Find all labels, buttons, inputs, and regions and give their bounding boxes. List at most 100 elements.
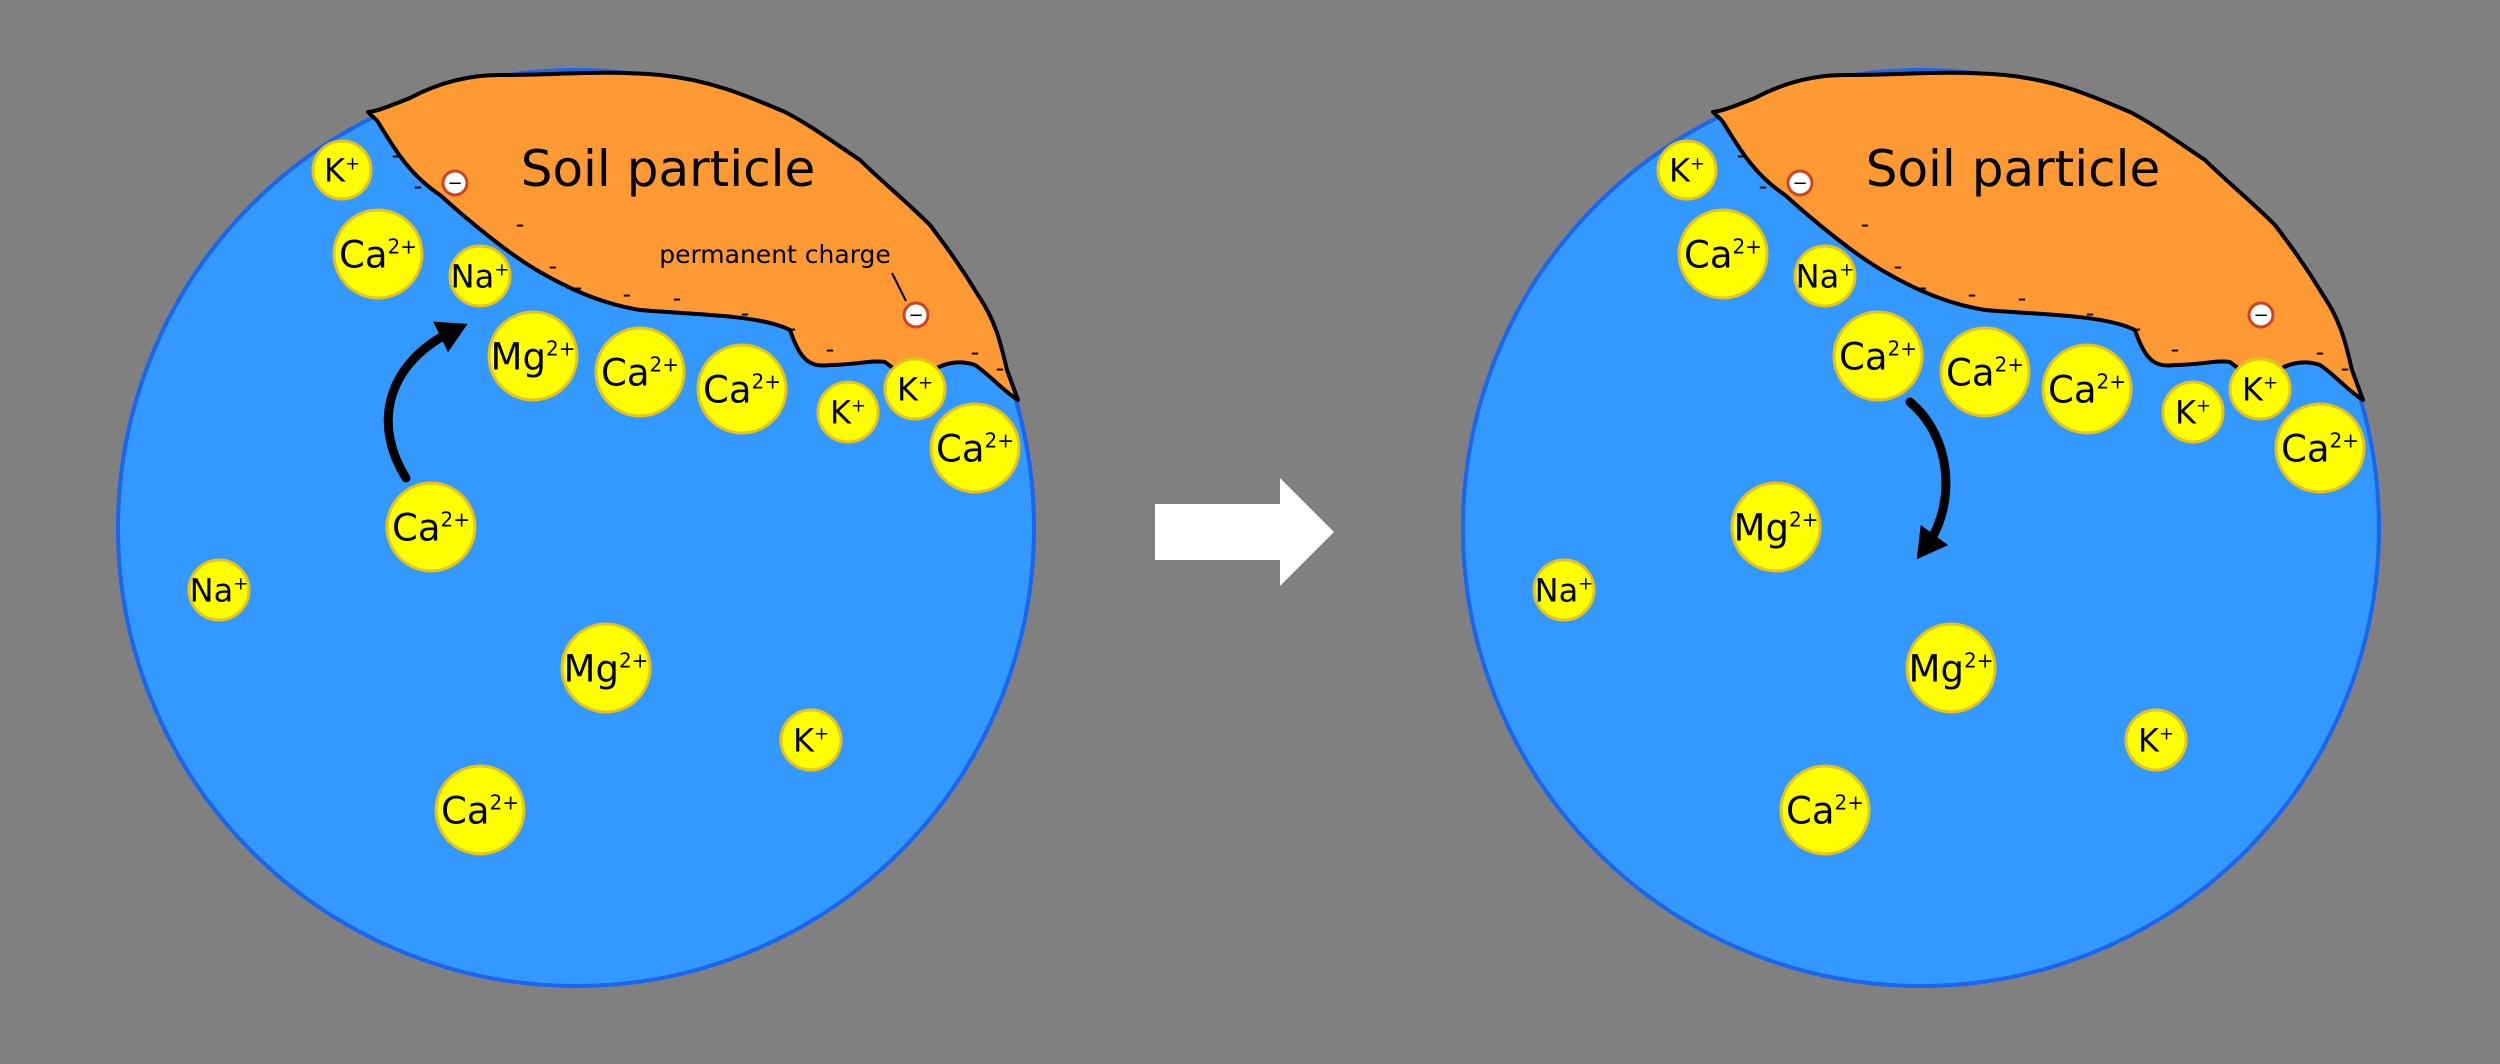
ion-mg: Mg2+ bbox=[1730, 481, 1822, 573]
surface-negative-sign: - bbox=[549, 252, 558, 280]
svg-text:Na+: Na+ bbox=[1796, 258, 1855, 296]
ion-symbol: Mg bbox=[1909, 647, 1964, 690]
svg-text:Ca2+: Ca2+ bbox=[601, 351, 679, 394]
surface-negative-sign: - bbox=[2133, 314, 2142, 342]
ion-symbol: Na bbox=[451, 258, 495, 296]
surface-negative-sign: - bbox=[2086, 299, 2095, 327]
svg-text:Ca2+: Ca2+ bbox=[936, 427, 1014, 470]
ion-symbol: Ca bbox=[339, 233, 388, 276]
ion-charge: + bbox=[494, 260, 509, 281]
ion-charge: 2+ bbox=[619, 648, 648, 672]
ion-charge: 2+ bbox=[1995, 352, 2024, 376]
ion-symbol: Ca bbox=[1946, 351, 1995, 394]
ion-symbol: K bbox=[1669, 152, 1691, 190]
surface-negative-sign: - bbox=[788, 314, 797, 342]
ion-charge: + bbox=[345, 154, 360, 175]
ion-charge: 2+ bbox=[985, 428, 1014, 452]
svg-text:−: − bbox=[447, 173, 462, 194]
ion-symbol: K bbox=[830, 394, 852, 432]
ion-charge: + bbox=[2196, 396, 2211, 417]
ion-symbol: K bbox=[324, 152, 346, 190]
ion-k: K+ bbox=[2228, 357, 2292, 421]
ion-charge: + bbox=[1690, 154, 1705, 175]
ion-charge: 2+ bbox=[490, 790, 519, 814]
ion-symbol: Mg bbox=[491, 335, 546, 378]
surface-negative-sign: - bbox=[673, 284, 682, 312]
svg-text:Ca2+: Ca2+ bbox=[1946, 351, 2024, 394]
svg-text:K+: K+ bbox=[793, 722, 829, 760]
ion-symbol: Ca bbox=[1786, 789, 1835, 832]
ion-symbol: Ca bbox=[441, 789, 490, 832]
surface-negative-sign: - bbox=[826, 335, 835, 363]
ion-symbol: Na bbox=[1796, 258, 1840, 296]
ion-symbol: Na bbox=[1535, 572, 1579, 610]
surface-negative-sign: - bbox=[414, 172, 423, 200]
ion-symbol: Mg bbox=[1734, 506, 1789, 549]
ion-symbol: Ca bbox=[936, 427, 985, 470]
ion-charge: + bbox=[233, 574, 248, 595]
ion-k: K+ bbox=[816, 380, 880, 444]
svg-text:Ca2+: Ca2+ bbox=[441, 789, 519, 832]
ion-symbol: Ca bbox=[2048, 368, 2097, 411]
surface-negative-sign: - bbox=[741, 299, 750, 327]
surface-negative-sign: - bbox=[1759, 172, 1768, 200]
svg-text:Ca2+: Ca2+ bbox=[339, 233, 417, 276]
svg-text:K+: K+ bbox=[1669, 152, 1705, 190]
permanent-charge-icon: − bbox=[2247, 301, 2275, 329]
ion-charge: + bbox=[1839, 260, 1854, 281]
surface-negative-sign: - bbox=[1861, 210, 1870, 238]
ion-symbol: K bbox=[2138, 722, 2160, 760]
ion-na: Na+ bbox=[187, 558, 251, 622]
svg-text:K+: K+ bbox=[2242, 371, 2278, 409]
ion-charge: + bbox=[814, 724, 829, 745]
surface-negative-sign: - bbox=[574, 273, 583, 301]
surface-negative-sign: - bbox=[2018, 284, 2027, 312]
soil-particle bbox=[1711, 70, 2365, 402]
panel-after: Soil particle------------−−K+Ca2+Na+Ca2+… bbox=[1461, 68, 2381, 988]
ion-mg: Mg2+ bbox=[1905, 622, 1997, 714]
surface-negative-sign: - bbox=[971, 338, 980, 366]
ion-charge: + bbox=[2263, 373, 2278, 394]
ion-charge: 2+ bbox=[1835, 790, 1864, 814]
ion-symbol: K bbox=[793, 722, 815, 760]
ion-symbol: Ca bbox=[601, 351, 650, 394]
svg-text:Mg2+: Mg2+ bbox=[491, 335, 576, 378]
surface-negative-sign: - bbox=[516, 210, 525, 238]
surface-negative-sign: - bbox=[2171, 335, 2180, 363]
svg-text:Ca2+: Ca2+ bbox=[2048, 368, 2126, 411]
surface-negative-sign: - bbox=[1919, 273, 1928, 301]
svg-text:Mg2+: Mg2+ bbox=[564, 647, 649, 690]
svg-text:Mg2+: Mg2+ bbox=[1909, 647, 1994, 690]
ion-k: K+ bbox=[779, 708, 843, 772]
ion-charge: 2+ bbox=[546, 336, 575, 360]
ion-ca: Ca2+ bbox=[929, 402, 1021, 494]
ion-ca: Ca2+ bbox=[1779, 764, 1871, 856]
svg-text:Ca2+: Ca2+ bbox=[1684, 233, 1762, 276]
permanent-charge-icon: − bbox=[1786, 169, 1814, 197]
svg-text:−: − bbox=[908, 305, 923, 326]
ion-ca: Ca2+ bbox=[332, 208, 424, 300]
ion-k: K+ bbox=[2124, 708, 2188, 772]
ion-charge: + bbox=[1578, 574, 1593, 595]
svg-text:Ca2+: Ca2+ bbox=[392, 506, 470, 549]
ion-ca: Ca2+ bbox=[1832, 310, 1924, 402]
surface-negative-sign: - bbox=[623, 280, 632, 308]
surface-negative-sign: - bbox=[1737, 141, 1746, 169]
ion-charge: 2+ bbox=[752, 369, 781, 393]
svg-text:Ca2+: Ca2+ bbox=[1839, 335, 1917, 378]
svg-text:K+: K+ bbox=[897, 371, 933, 409]
exchange-arrow-icon bbox=[383, 321, 468, 483]
soil-particle-label: Soil particle bbox=[521, 140, 816, 198]
ion-symbol: Ca bbox=[392, 506, 441, 549]
ion-k: K+ bbox=[1656, 139, 1718, 201]
permanent-charge-label: permanent charge bbox=[659, 240, 891, 269]
svg-text:Ca2+: Ca2+ bbox=[2281, 427, 2359, 470]
svg-text:K+: K+ bbox=[830, 394, 866, 432]
exchange-arrow-icon bbox=[1905, 397, 1951, 560]
ion-ca: Ca2+ bbox=[434, 764, 526, 856]
ion-k: K+ bbox=[883, 357, 947, 421]
ion-ca: Ca2+ bbox=[2274, 402, 2366, 494]
surface-negative-sign: - bbox=[1968, 280, 1977, 308]
